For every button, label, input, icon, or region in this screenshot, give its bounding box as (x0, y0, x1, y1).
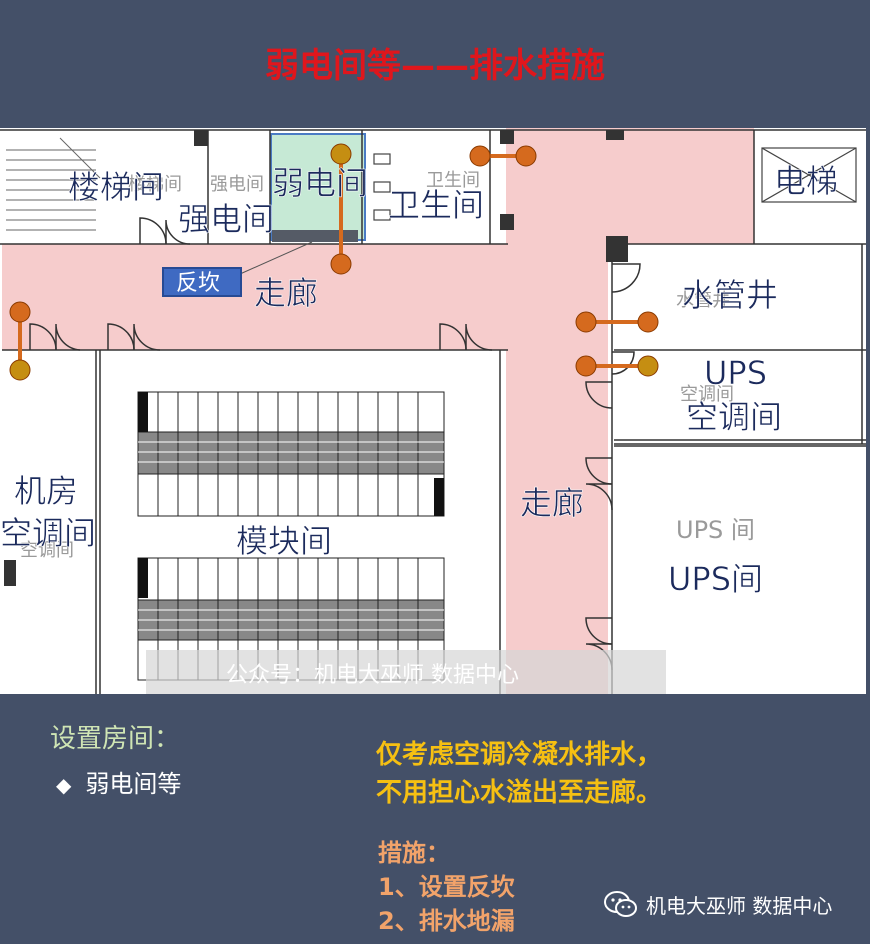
label-ups-ac-line2: 空调间 (686, 398, 782, 436)
measure-1: 1、设置反坎 (378, 873, 515, 901)
watermark-band (146, 650, 666, 694)
setup-item-text: 弱电间等 (85, 770, 182, 798)
label-corridor-right: 走廊 (520, 484, 584, 522)
measures-title: 措施： (378, 839, 450, 867)
note: 仅考虑空调冷凝水排水， 不用担心水溢出至走廊。 (376, 736, 662, 812)
diamond-bullet-icon: ◆ (56, 773, 72, 797)
cad-label-strong: 强电间 (210, 174, 264, 195)
slide-title: 弱电间等——排水措施 (265, 46, 605, 86)
label-machine-ac-line2: 空调间 (0, 514, 96, 552)
wechat-label: 机电大巫师 数据中心 (646, 894, 833, 918)
drain-points (9, 143, 659, 381)
label-strong-room: 强电间 (178, 200, 274, 238)
watermark-text: 公众号：机电大巫师 数据中心 (226, 663, 519, 688)
label-stair-room: 楼梯间 (68, 168, 164, 206)
ramp-curb (272, 230, 358, 242)
ramp-tag-box (162, 267, 242, 297)
label-ramp-tag: 反坎 (176, 271, 220, 296)
label-water-shaft: 水管井 (682, 276, 778, 314)
wechat-icon (604, 890, 637, 917)
floor-plan-drawing: 楼梯间 强电间 卫生间 水管井 空调间 空调间 UPS 间 楼梯间 强电间 弱电… (0, 128, 866, 694)
setup-item: ◆ 弱电间等 (56, 764, 181, 799)
label-toilet: 卫生间 (388, 186, 484, 224)
label-module-room: 模块间 (236, 522, 332, 560)
notes-panel: 设置房间： ◆ 弱电间等 仅考虑空调冷凝水排水， 不用担心水溢出至走廊。 措施： … (0, 694, 870, 944)
measures: 措施： 1、设置反坎 2、排水地漏 (378, 836, 515, 938)
corridor-vertical (506, 128, 608, 694)
corridor-top-right (600, 128, 754, 244)
label-corridor-top: 走廊 (254, 274, 318, 312)
label-elevator: 电梯 (774, 162, 838, 200)
cad-label-toilet: 卫生间 (426, 170, 480, 191)
label-ups-room: UPS间 (668, 560, 763, 598)
label-machine-ac-line1: 机房 (14, 472, 78, 510)
label-ups-ac-line1: UPS (704, 354, 767, 392)
wechat-badge: 机电大巫师 数据中心 (604, 890, 832, 919)
floor-plan: 楼梯间 强电间 卫生间 水管井 空调间 空调间 UPS 间 楼梯间 强电间 弱电… (0, 128, 866, 694)
cad-label-shaft: 水管井 (676, 290, 730, 311)
cad-label-machine-ac: 空调间 (20, 540, 74, 561)
label-weak-room: 弱电间 (272, 164, 368, 202)
note-line-1: 仅考虑空调冷凝水排水， (376, 740, 663, 770)
cad-label-stair: 楼梯间 (128, 174, 182, 195)
cad-label-ups-ac: 空调间 (680, 384, 734, 405)
cad-label-ups-room: UPS 间 (676, 516, 755, 544)
setup-label: 设置房间： (50, 724, 181, 754)
measure-2: 2、排水地漏 (378, 907, 515, 935)
note-line-2: 不用担心水溢出至走廊。 (376, 778, 663, 808)
